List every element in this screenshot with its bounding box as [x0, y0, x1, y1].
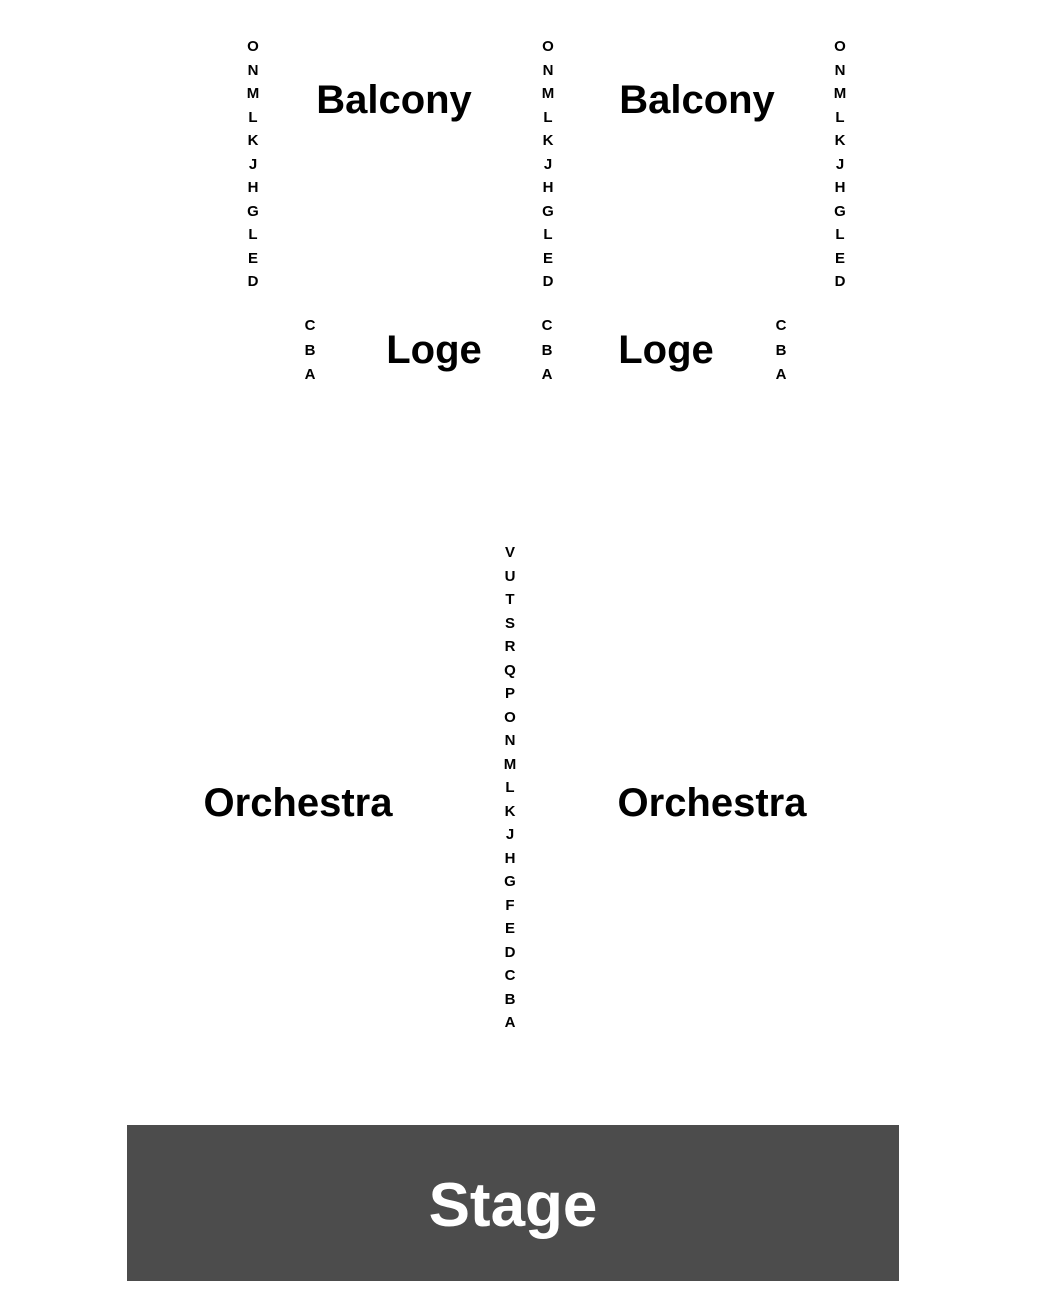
row-label: G [834, 202, 846, 220]
row-label: G [504, 873, 516, 890]
balcony-right-label: Balcony [619, 78, 775, 122]
row-label: O [247, 38, 259, 55]
row-label: C [304, 317, 316, 334]
row-label: E [834, 249, 845, 267]
loge-left-label: Loge [386, 328, 482, 372]
row-label: K [247, 132, 259, 149]
row-label: M [503, 755, 517, 773]
row-label: O [504, 708, 516, 726]
row-label: L [543, 108, 553, 126]
row-label: Q [504, 661, 516, 679]
row-label: K [834, 132, 846, 149]
row-label: V [504, 544, 515, 561]
row-label: C [504, 967, 516, 984]
row-label: J [248, 155, 258, 173]
row-label: H [542, 179, 554, 196]
row-label: D [834, 273, 846, 290]
row-label: L [835, 226, 845, 243]
orchestra-right-label: Orchestra [617, 781, 807, 825]
row-label: J [835, 155, 845, 173]
row-label: E [542, 249, 553, 267]
row-label: D [247, 273, 259, 290]
row-label: L [248, 226, 258, 243]
stage-label: Stage [428, 1171, 598, 1240]
row-label: A [304, 366, 316, 383]
loge-right-label: Loge [618, 328, 714, 372]
row-label: O [834, 38, 846, 55]
row-label: M [541, 85, 555, 102]
row-label: D [542, 273, 554, 290]
row-label: M [833, 85, 847, 102]
row-label: K [504, 802, 516, 820]
row-label: L [835, 108, 845, 126]
row-label: G [247, 202, 259, 220]
row-label: L [505, 779, 515, 796]
row-label: H [504, 849, 516, 867]
row-label: D [504, 943, 516, 961]
row-label: L [248, 108, 258, 126]
row-label: A [541, 366, 553, 383]
row-label: N [247, 61, 259, 79]
row-label: B [541, 341, 553, 359]
row-label: G [542, 202, 554, 220]
row-label: A [775, 366, 787, 383]
row-label: N [504, 732, 516, 749]
row-label: O [542, 38, 554, 55]
row-label: H [247, 179, 259, 196]
row-label: R [504, 638, 516, 655]
balcony-left-label: Balcony [316, 78, 472, 122]
orchestra-left-label: Orchestra [203, 781, 393, 825]
row-label: H [834, 179, 846, 196]
row-label: L [543, 226, 553, 243]
row-label: S [504, 614, 515, 632]
row-label: N [542, 61, 554, 79]
row-label: J [505, 826, 515, 843]
row-label: C [775, 317, 787, 334]
row-label: E [247, 249, 258, 267]
row-label: P [504, 685, 515, 702]
row-label: J [543, 155, 553, 173]
row-label: E [504, 920, 515, 937]
row-label: N [834, 61, 846, 79]
row-label: B [304, 341, 316, 359]
row-label: K [542, 132, 554, 149]
row-label: T [505, 591, 515, 608]
row-label: B [504, 990, 516, 1008]
row-label: C [541, 317, 553, 334]
row-label: U [504, 567, 516, 585]
row-label: F [505, 896, 515, 914]
row-label: A [504, 1014, 516, 1031]
row-label: M [246, 85, 260, 102]
row-label: B [775, 341, 787, 359]
stage-area: Stage [127, 1125, 899, 1281]
